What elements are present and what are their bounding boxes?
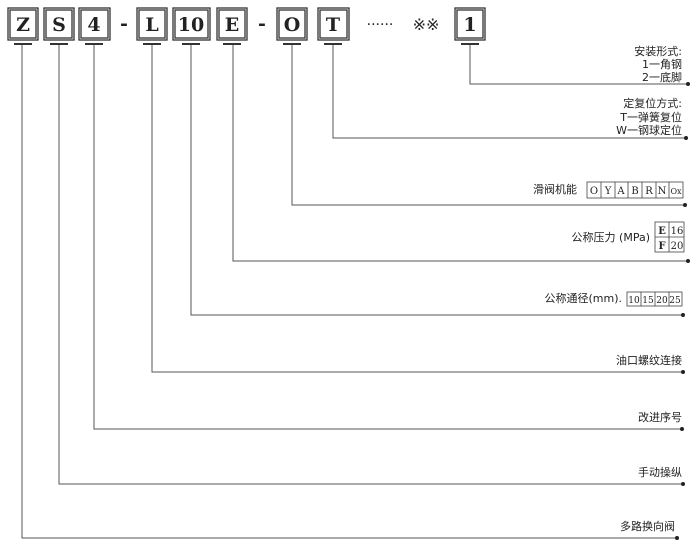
spool-title: 滑阀机能: [533, 182, 577, 196]
spool-option-b: B: [631, 186, 638, 197]
manual-label: 手动操纵: [638, 465, 682, 479]
code-dots: ······: [367, 17, 394, 33]
diameter-title: 公称通径(mm).: [544, 291, 622, 305]
spool-option-o: O: [590, 186, 598, 197]
code-l: L: [145, 14, 158, 36]
code-s: S: [52, 14, 66, 36]
revision-label: 改进序号: [638, 410, 682, 424]
diameter-option-25: 25: [669, 296, 681, 306]
spool-option-n: N: [658, 186, 667, 197]
pressure-code-f: F: [658, 241, 665, 252]
code-e: E: [225, 14, 239, 36]
diameter-option-20: 20: [656, 296, 668, 306]
code-dash: -: [120, 13, 128, 35]
code-10: 10: [178, 14, 204, 36]
mounting-option-1: 1一角钢: [642, 58, 682, 71]
reset-option-2: W一钢球定位: [616, 123, 682, 137]
pressure-value-20: 20: [671, 241, 684, 252]
pressure-code-e: E: [658, 226, 666, 237]
mounting-option-2: 2一底脚: [642, 70, 682, 84]
spool-option-r: R: [645, 186, 653, 197]
code-1: 1: [463, 14, 476, 36]
spool-option-y: Y: [604, 186, 612, 197]
valve-label: 多路换向阀: [620, 519, 675, 533]
reset-option-1: T一弹簧复位: [619, 110, 682, 124]
code-z: Z: [16, 14, 30, 36]
reset-title: 定复位方式:: [623, 96, 682, 110]
diameter-option-10: 10: [628, 296, 640, 306]
code-o: O: [284, 14, 301, 36]
spool-option-ox: Ox: [670, 187, 682, 196]
code-reference-marks: ※※: [413, 15, 440, 34]
thread-label: 油口螺纹连接: [616, 353, 682, 367]
code-t: T: [326, 14, 340, 36]
spool-option-a: A: [616, 186, 625, 197]
code-4: 4: [87, 14, 100, 36]
pressure-title: 公称压力 (MPa): [572, 230, 650, 244]
mounting-title: 安装形式:: [634, 44, 682, 58]
code-dash: -: [258, 13, 266, 35]
pressure-value-16: 16: [671, 226, 684, 237]
diameter-option-15: 15: [642, 296, 654, 306]
